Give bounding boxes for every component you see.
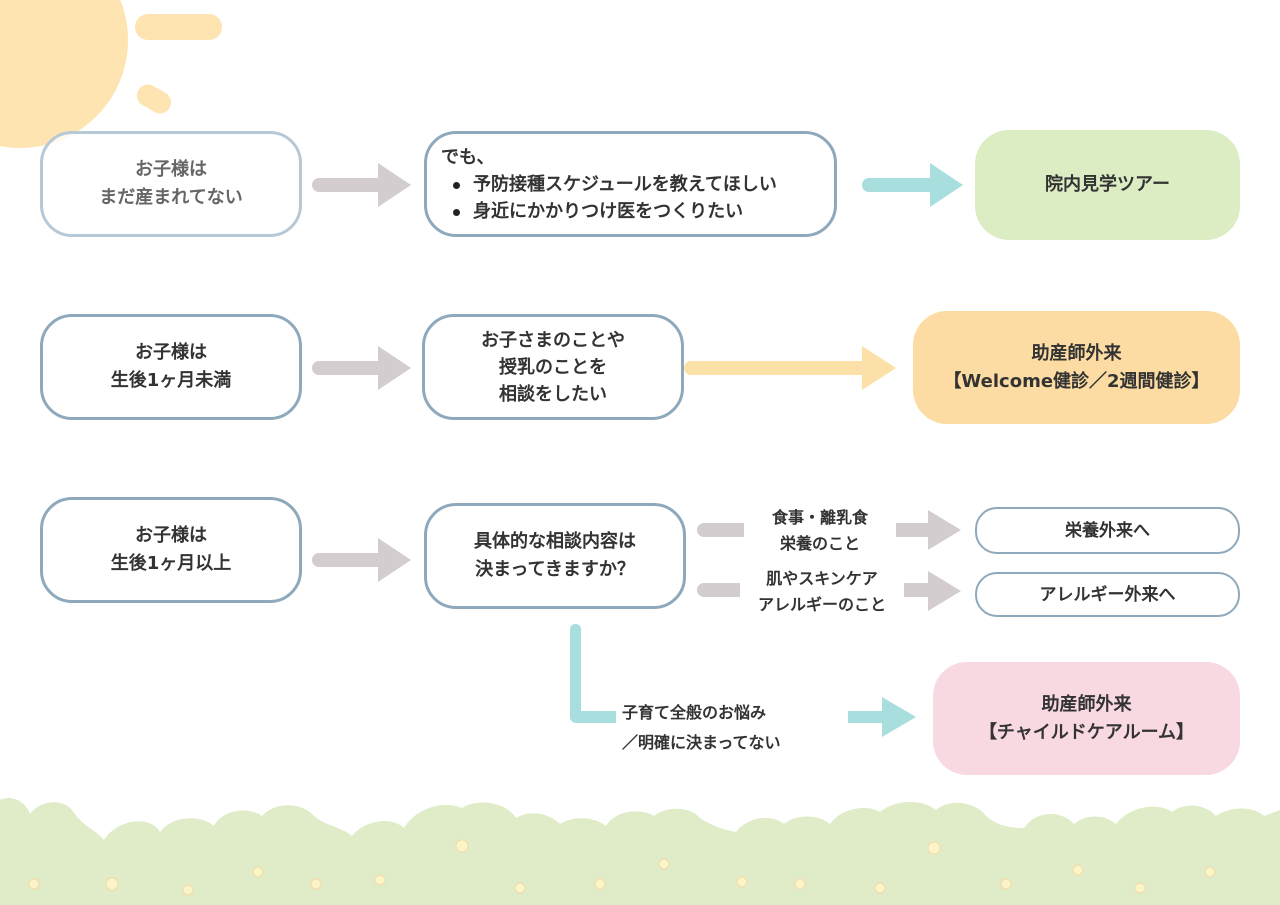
- bottom-label-line2: ／明確に決まってない: [622, 733, 781, 752]
- row1-middle-bullets: 予防接種スケジュールを教えてほしい 身近にかかりつけ医をつくりたい: [441, 171, 777, 225]
- branch2-label: 肌やスキンケア アレルギーのこと: [740, 566, 904, 618]
- bottom-branch-label: 子育て全般のお悩み ／明確に決まってない: [616, 698, 848, 758]
- branch1-label-line2: 栄養のこと: [779, 534, 860, 553]
- row2-result-line2: 【Welcome健診／2週間健診】: [943, 370, 1210, 392]
- arrow-row1-start: [312, 163, 411, 207]
- branch2-result-label: アレルギー外来へ: [1039, 584, 1176, 605]
- row1-middle-lead: でも、: [441, 146, 495, 168]
- row1-bullet-2: 身近にかかりつけ医をつくりたい: [441, 198, 777, 225]
- arrow-row2-result: [684, 346, 896, 390]
- row3-start-box: お子様は 生後1ヶ月以上: [40, 497, 302, 603]
- row2-middle-line3: 相談をしたい: [499, 383, 607, 405]
- row3-start-line2: 生後1ヶ月以上: [110, 553, 232, 574]
- row1-result-box: 院内見学ツアー: [975, 130, 1240, 240]
- row1-start-line1: お子様は: [135, 159, 207, 180]
- row2-result-line1: 助産師外来: [1031, 342, 1122, 364]
- branch1-label: 食事・離乳食 栄養のこと: [744, 505, 896, 557]
- row3-middle-line1: 具体的な相談内容は: [474, 531, 636, 552]
- row2-middle-box: お子さまのことや 授乳のことを 相談をしたい: [422, 314, 684, 420]
- row1-start-line2: まだ産まれてない: [99, 187, 243, 208]
- bush-decoration: [0, 797, 1280, 905]
- row3-start-line1: お子様は: [135, 525, 207, 546]
- row2-start-box: お子様は 生後1ヶ月未満: [40, 314, 302, 420]
- row3-middle-box: 具体的な相談内容は 決まってきますか？: [424, 503, 686, 609]
- bottom-label-line1: 子育て全般のお悩み: [622, 703, 767, 722]
- bottom-result-line1: 助産師外来: [1041, 693, 1132, 715]
- branch1-result-box: 栄養外来へ: [975, 507, 1240, 554]
- branch2-result-box: アレルギー外来へ: [975, 572, 1240, 617]
- branch2-label-line1: 肌やスキンケア: [766, 569, 878, 588]
- branch2-label-line2: アレルギーのこと: [757, 595, 886, 614]
- bottom-result-box: 助産師外来 【チャイルドケアルーム】: [933, 662, 1240, 775]
- branch1-label-line1: 食事・離乳食: [771, 508, 868, 527]
- branch1-result-label: 栄養外来へ: [1065, 520, 1150, 541]
- row2-middle-line2: 授乳のことを: [499, 356, 607, 378]
- arrow-row2-start: [312, 346, 411, 390]
- row2-result-box: 助産師外来 【Welcome健診／2週間健診】: [913, 311, 1240, 424]
- row1-start-box: お子様は まだ産まれてない: [40, 131, 302, 237]
- row3-middle-line2: 決まってきますか？: [475, 559, 635, 580]
- row1-result-label: 院内見学ツアー: [1045, 174, 1170, 195]
- bottom-result-line2: 【チャイルドケアルーム】: [978, 721, 1195, 743]
- row2-start-line1: お子様は: [135, 342, 207, 363]
- sun-icon: [0, 0, 222, 148]
- row1-middle-box: でも、 予防接種スケジュールを教えてほしい 身近にかかりつけ医をつくりたい: [424, 131, 837, 237]
- row2-start-line2: 生後1ヶ月未満: [110, 370, 232, 391]
- row2-middle-line1: お子さまのことや: [481, 329, 625, 351]
- row1-bullet-1: 予防接種スケジュールを教えてほしい: [441, 171, 777, 198]
- arrow-row3-start: [312, 538, 411, 582]
- arrow-row1-result: [862, 163, 963, 207]
